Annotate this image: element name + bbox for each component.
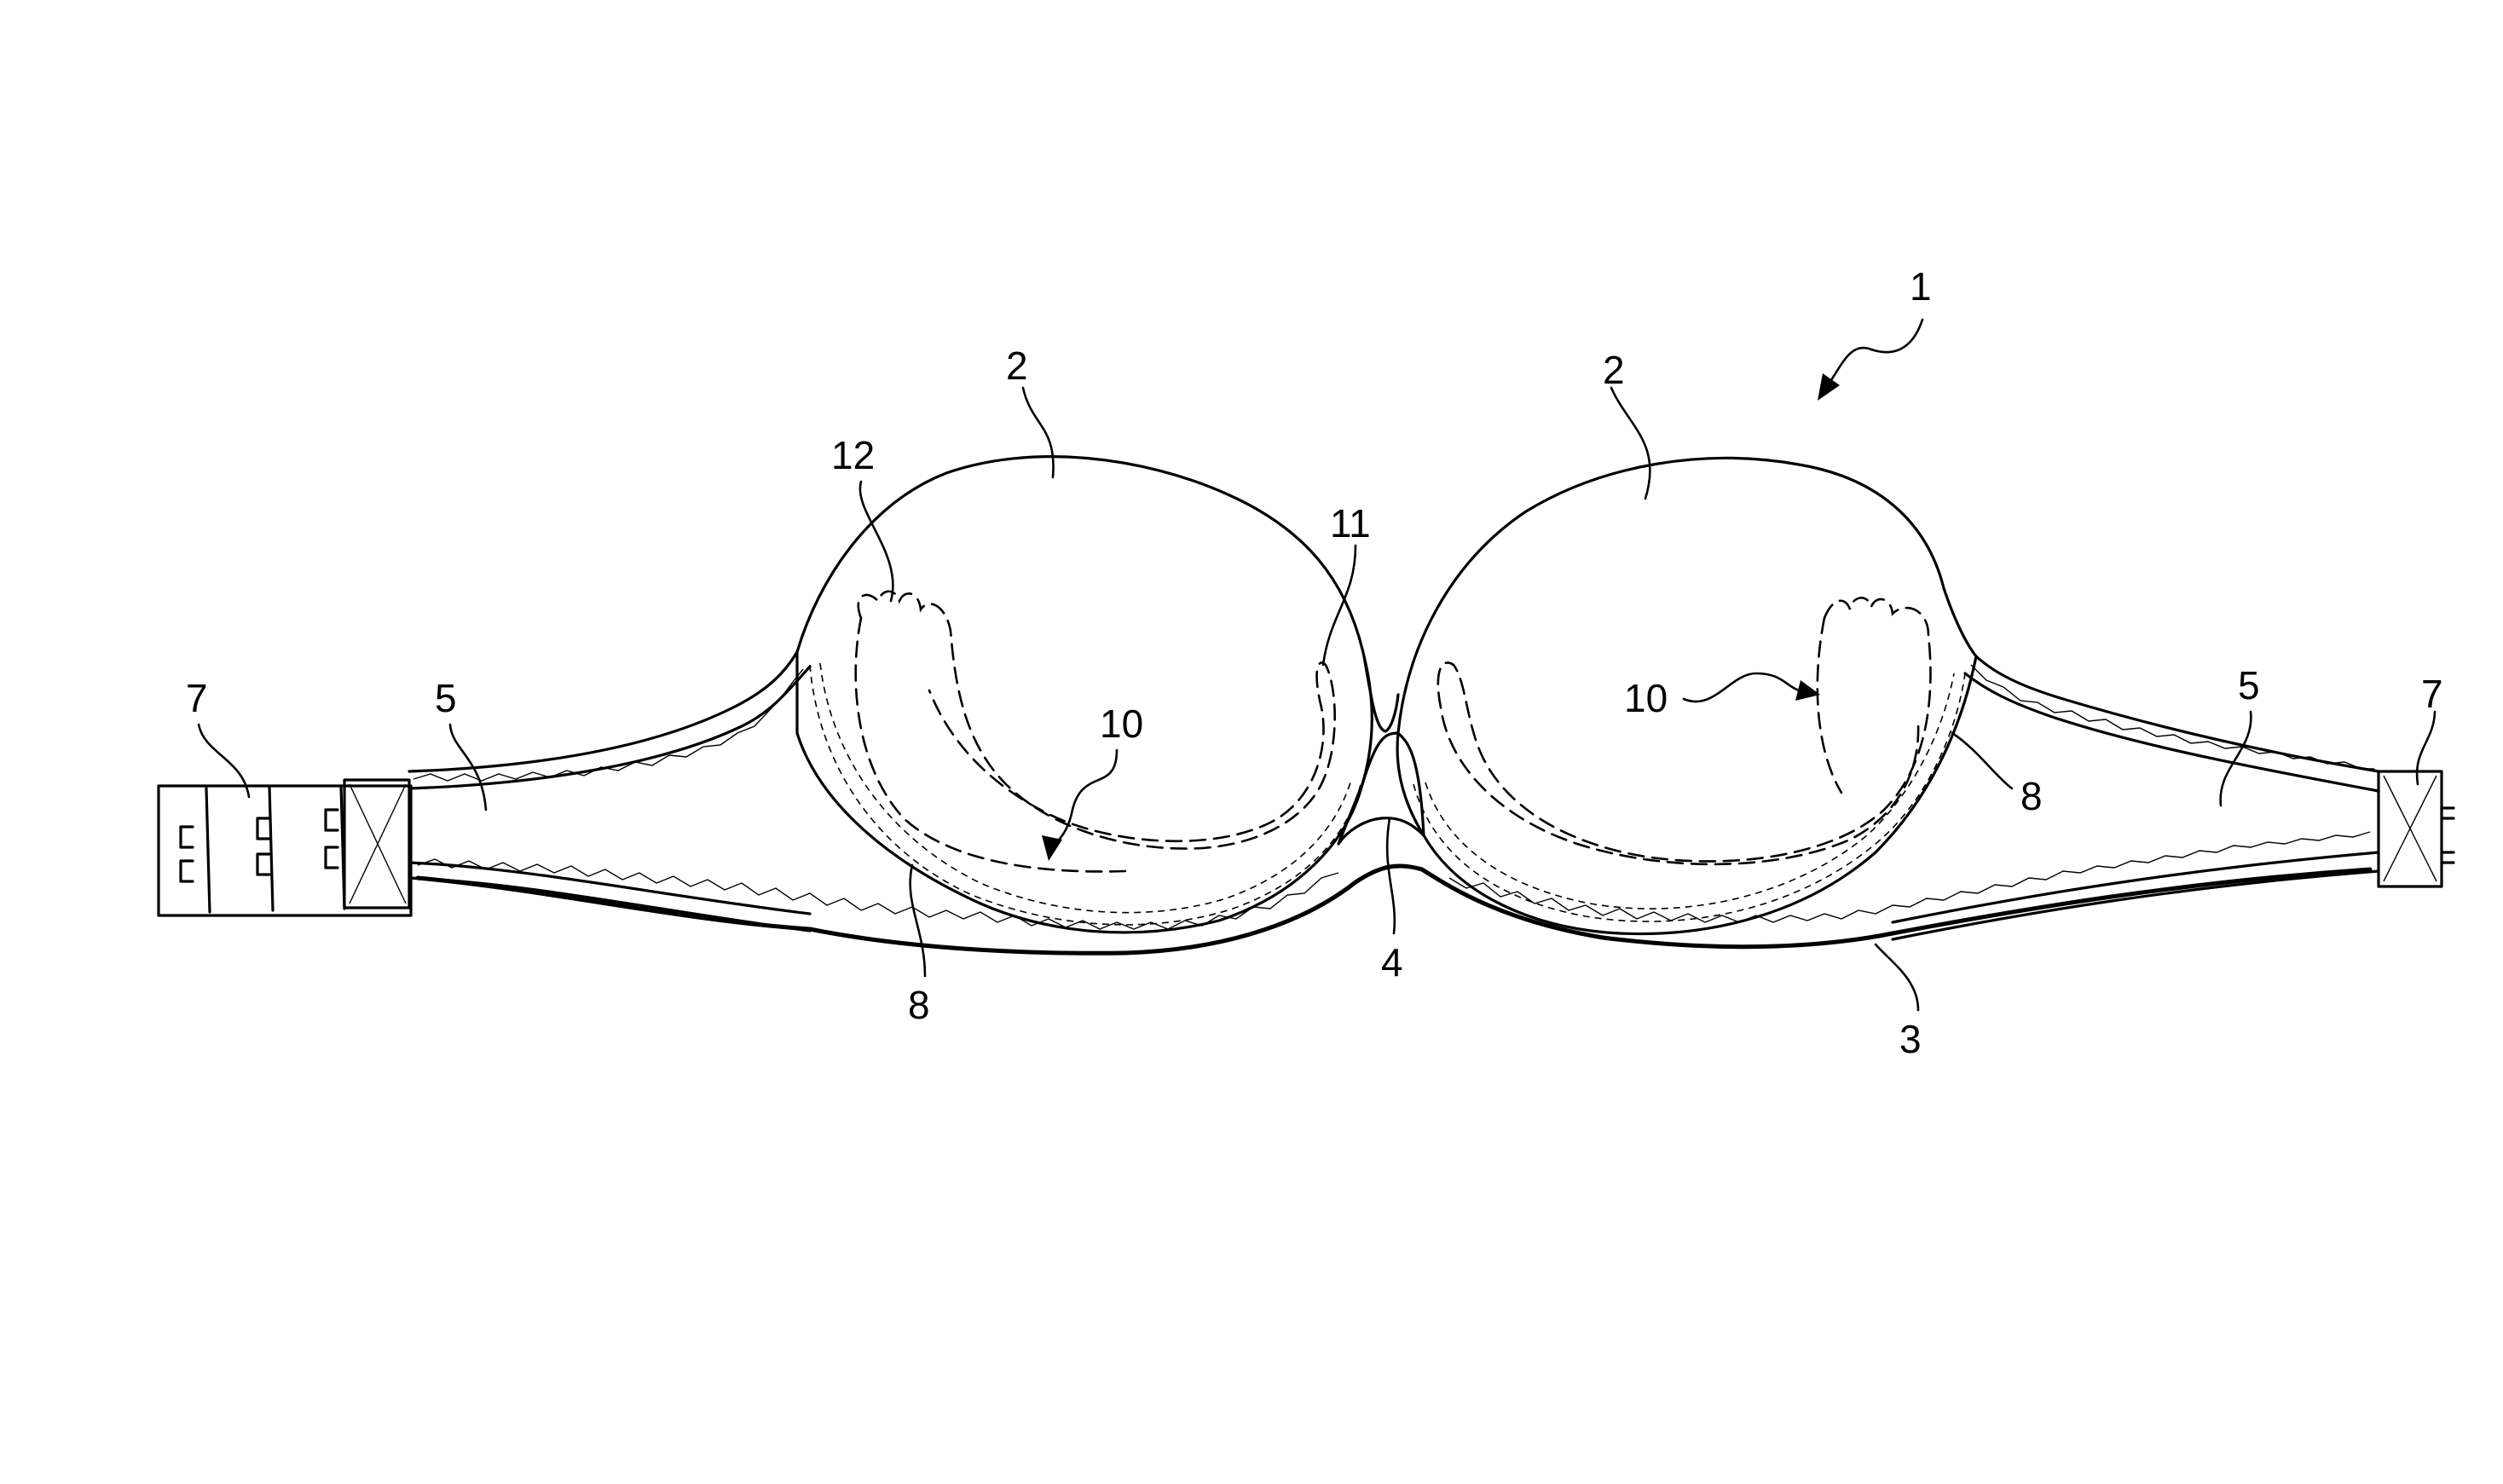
leader-12 [860, 482, 893, 601]
label-8-right: 8 [2020, 774, 2043, 818]
left-hook-1a [181, 827, 193, 847]
leader-5-right [2221, 712, 2252, 806]
leader-8-right [1952, 733, 2012, 788]
left-hook-3b [326, 847, 338, 868]
left-hook-3a [326, 810, 338, 830]
left-hook-reinforce [344, 780, 409, 908]
right-cup-outline [1397, 458, 1976, 933]
leader-2-right [1611, 388, 1650, 499]
right-side-band-top [1976, 656, 2379, 771]
label-7-left: 7 [186, 676, 208, 720]
label-12: 12 [831, 433, 875, 477]
left-hook-1b [181, 861, 193, 881]
label-2-left: 2 [1006, 344, 1028, 388]
label-5-right: 5 [2238, 663, 2260, 707]
label-8-left: 8 [908, 983, 930, 1027]
leader-2-left [1023, 388, 1054, 477]
left-inner-pocket [856, 618, 1125, 871]
left-hook-2b [257, 854, 269, 875]
label-4: 4 [1381, 940, 1403, 985]
right-insert-pad [1438, 598, 1931, 864]
left-hook-divider-1 [206, 788, 210, 912]
center-gore-top-dip [1364, 656, 1398, 731]
label-2-right: 2 [1603, 348, 1625, 392]
label-10-right: 10 [1624, 676, 1668, 720]
underwire-band-stitch-right [1449, 832, 2370, 922]
leader-1 [1829, 320, 1922, 384]
left-side-band-top [409, 652, 797, 771]
left-cup-edge-stitch [810, 665, 1361, 925]
leader-7-right [2417, 712, 2435, 784]
left-cup-outline [797, 457, 1372, 933]
leader-10-right [1684, 673, 1799, 702]
label-11: 11 [1330, 501, 1371, 546]
label-1: 1 [1910, 264, 1932, 309]
leader-3 [1876, 944, 1918, 1010]
right-inner-pocket [1818, 618, 1841, 793]
left-hook-2a [257, 818, 269, 839]
right-side-band-top-stitch [1971, 665, 2374, 769]
leader-11 [1323, 546, 1356, 665]
right-side-band-bottom [1893, 852, 2379, 922]
label-5-left: 5 [435, 676, 457, 720]
right-cup-edge-stitch [1413, 673, 1965, 921]
label-10-left: 10 [1100, 702, 1143, 746]
leader-4 [1387, 818, 1395, 933]
left-insert-pad [858, 592, 1335, 849]
center-gore [1338, 733, 1424, 844]
left-hook-divider-2 [269, 786, 273, 910]
label-7-right: 7 [2421, 672, 2443, 716]
label-3: 3 [1899, 1017, 1922, 1061]
arrowhead-10-left [1042, 835, 1062, 861]
leader-8-left [910, 865, 925, 976]
arrowhead-1 [1818, 373, 1840, 401]
left-hook-tab [159, 786, 411, 915]
